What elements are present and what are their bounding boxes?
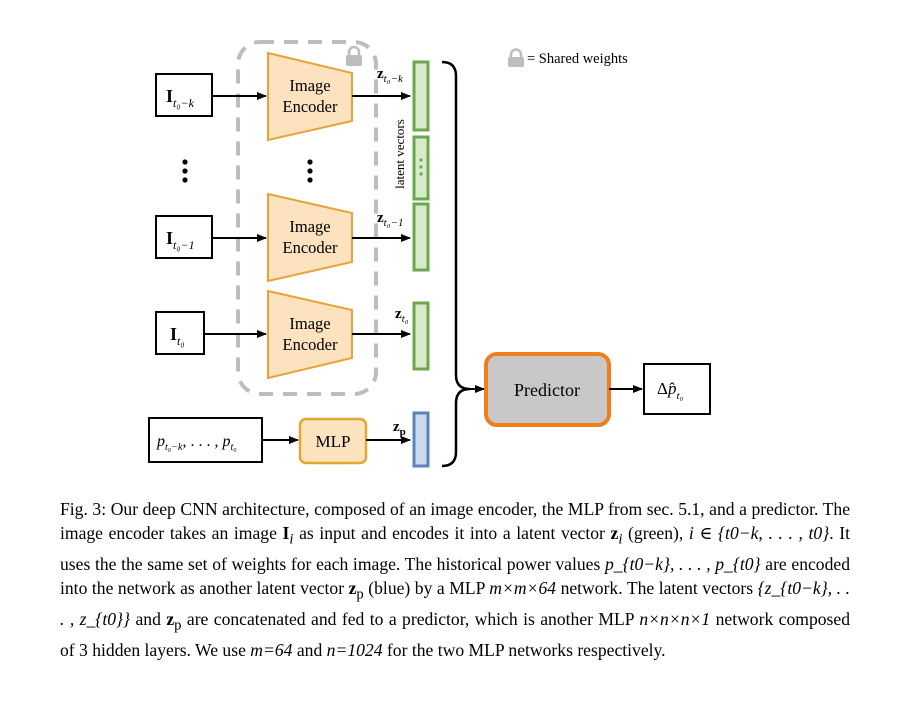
latent-vectors-label: latent vectors	[392, 119, 407, 189]
caption-math-m: m=64	[250, 639, 293, 660]
mlp-label: MLP	[316, 432, 351, 451]
caption-math-mlp2: n×n×n×1	[639, 608, 711, 629]
caption-label: Fig. 3:	[60, 499, 107, 519]
concat-brace	[441, 60, 471, 468]
image-encoder-2-line2: Encoder	[283, 238, 338, 257]
caption-text-1: Our deep CNN architecture, composed of a…	[60, 499, 851, 544]
caption-text-3: (green),	[622, 523, 689, 544]
image-encoder-1-line1: Image	[289, 76, 330, 95]
caption-text-4: . It uses the the same set of weights fo…	[60, 523, 851, 574]
caption-math-pvals: p_{t0−k}, . . . , p_{t0}	[604, 553, 761, 574]
image-encoder-2	[267, 192, 353, 283]
caption-text-10: network composed of 3 hidden layers. We …	[60, 608, 850, 660]
caption-text-7: network. The latent vectors	[556, 578, 758, 599]
image-encoder-3-line2: Encoder	[283, 335, 338, 354]
latent-vector-t0-1	[412, 202, 430, 272]
caption-text-11: and	[292, 639, 327, 660]
legend-lock-icon	[508, 48, 524, 67]
caption-math-zp: z	[348, 578, 357, 599]
ellipsis-encoders	[307, 159, 313, 183]
latent-label-t0-k: zt₀−k	[377, 66, 404, 85]
figure-caption: Fig. 3: Our deep CNN architecture, compo…	[60, 497, 850, 662]
caption-math-zset: {z_{t0−k}, . . . , z_{t0}}	[60, 578, 850, 629]
input-box-t0	[155, 311, 205, 355]
lock-icon	[346, 45, 362, 66]
input-box-t0-1	[155, 215, 213, 259]
ellipsis-inputs	[182, 159, 188, 183]
image-encoder-1-line2: Encoder	[283, 97, 338, 116]
latent-vector-t0-k	[412, 60, 430, 132]
caption-math-zp2: z	[166, 608, 175, 629]
caption-text-8: and	[130, 608, 167, 629]
latent-vector-t0	[412, 301, 430, 371]
caption-math-zi-sub: i	[618, 531, 623, 548]
image-encoder-3-line1: Image	[289, 314, 330, 333]
caption-text-9: are concatenated and fed to a predictor,…	[181, 608, 640, 629]
caption-math-Ii: I	[282, 523, 290, 544]
legend-text: = Shared weights	[527, 51, 628, 67]
image-encoder-1	[267, 51, 353, 142]
caption-text-2: as input and encodes it into a latent ve…	[293, 523, 611, 544]
output-box	[643, 363, 711, 415]
caption-text-6: (blue) by a MLP	[363, 578, 490, 599]
latent-vector-ellipsis	[419, 158, 423, 176]
shared-weights-region	[236, 40, 378, 396]
power-input-box	[148, 417, 263, 463]
latent-label-t0: zt₀	[395, 306, 409, 325]
caption-math-Ii-sub: i	[289, 531, 294, 548]
caption-math-n: n=1024	[326, 639, 383, 660]
latent-vector-p	[412, 411, 430, 468]
caption-math-zp2-sub: p	[174, 617, 182, 634]
caption-text-12: for the two MLP networks respectively.	[382, 639, 666, 660]
caption-math-range: i ∈ {t0−k, . . . , t0}	[688, 523, 830, 544]
caption-math-mlp1: m×m×64	[489, 578, 557, 599]
image-encoder-3	[267, 289, 353, 380]
predictor-label: Predictor	[514, 380, 580, 400]
caption-math-zp-sub: p	[356, 586, 364, 603]
caption-text-5: are encoded into the network as another …	[60, 553, 850, 599]
architecture-diagram: = Shared weights It₀−k It₀−1 It₀ Image E…	[148, 40, 711, 468]
latent-label-p: zp	[393, 419, 406, 438]
image-encoder-2-line1: Image	[289, 217, 330, 236]
caption-math-zi: z	[610, 523, 619, 544]
latent-label-t0-1: zt₀−1	[377, 210, 403, 229]
